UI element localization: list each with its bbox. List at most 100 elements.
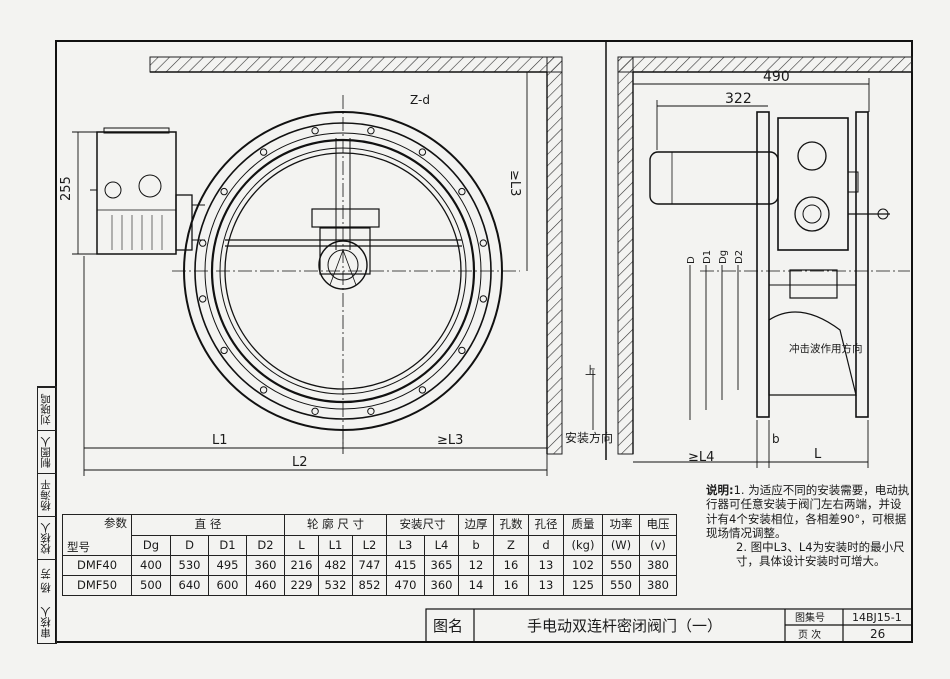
value-cell: 747 (352, 555, 387, 576)
sidebar-cell-6: 审核人 (40, 606, 52, 639)
value-cell: 470 (386, 575, 425, 596)
dia-label-Dg: Dg (718, 250, 729, 264)
value-cell: 380 (639, 555, 677, 576)
bolt-hole (418, 386, 427, 394)
group-diameter: 直 径 (131, 514, 285, 536)
sidebar-cell-1: 刘晓鸣 (38, 387, 56, 430)
flange-bolt-holes (199, 127, 487, 415)
value-cell: 532 (318, 575, 353, 596)
actuator-front (90, 127, 205, 255)
value-cell: 16 (493, 555, 529, 576)
value-cell: 495 (208, 555, 247, 576)
bolt-hole (199, 239, 207, 247)
holes-label: Z-d (410, 93, 430, 107)
subheader-cell: L3 (386, 534, 425, 556)
subheader-cell: (kg) (563, 534, 603, 556)
side-dimensions (592, 78, 870, 468)
value-cell: 229 (284, 575, 319, 596)
dim-L1-text: L1 (212, 433, 228, 448)
value-cell: 600 (208, 575, 247, 596)
subheader-cell: Dg (131, 534, 171, 556)
bolt-hole (418, 148, 427, 156)
bolt-hole (311, 127, 319, 135)
sidebar-cell-3: 杨海平 (38, 473, 56, 516)
subheader-cell: b (458, 534, 494, 556)
header-model: 型号 (67, 540, 90, 554)
subheader-cell: D (170, 534, 209, 556)
subheader-cell: D2 (246, 534, 285, 556)
bolt-hole (367, 407, 375, 415)
bolt-hole (458, 346, 466, 355)
front-dimensions (72, 72, 548, 476)
col-hole-dia: 孔径 (528, 514, 564, 536)
bolt-hole (479, 295, 487, 303)
subheader-cell: (W) (602, 534, 640, 556)
drawing-title: 手电动双连杆密闭阀门（一） (527, 617, 722, 635)
sidebar-cell-5: 杨 芳 (38, 559, 56, 602)
side-wall-hatch (617, 56, 913, 455)
up-label: 上 (585, 364, 596, 377)
col-voltage: 电压 (639, 514, 677, 536)
value-cell: 16 (493, 575, 529, 596)
value-cell: 852 (352, 575, 387, 596)
model-cell: DMF40 (62, 555, 132, 576)
note-1: 1. 为适应不同的安装需要，电动执行器可任意安装于阀门左右两端，并设计有4个安装… (706, 483, 910, 540)
model-cell: DMF50 (62, 575, 132, 596)
title-name-label: 图名 (433, 617, 463, 635)
value-cell: 460 (246, 575, 285, 596)
bolt-hole (199, 295, 207, 303)
value-cell: 550 (602, 575, 640, 596)
value-cell: 530 (170, 555, 209, 576)
bolt-hole (220, 346, 228, 355)
group-install: 安装尺寸 (386, 514, 459, 536)
dim-L3-right: ≥L3 (507, 170, 522, 196)
value-cell: 360 (424, 575, 459, 596)
signature-sidebar: 刘晓鸣 制图人 杨海平 校核人 杨 芳 审核人 (37, 386, 57, 644)
dim-L3-bottom-text: ≥L3 (437, 433, 463, 448)
notes-block: 说明:1. 为适应不同的安装需要，电动执行器可任意安装于阀门左右两端，并设计有4… (706, 483, 911, 569)
bolt-hole (259, 386, 268, 394)
shock-direction-label: 冲击波作用方向 (789, 342, 863, 355)
value-cell: 550 (602, 555, 640, 576)
value-cell: 365 (424, 555, 459, 576)
subheader-cell: Z (493, 534, 529, 556)
bolt-hole (220, 187, 228, 196)
subheader-cell: L (284, 534, 319, 556)
value-cell: 125 (563, 575, 603, 596)
dim-255-text: 255 (59, 176, 74, 201)
title-block-lines (425, 608, 913, 643)
valve-front-view (172, 95, 520, 445)
bolt-hole (367, 127, 375, 135)
bolt-hole (259, 148, 268, 156)
dia-label-D1: D1 (702, 250, 713, 264)
page-label: 页 次 (798, 628, 821, 641)
col-mass: 质量 (563, 514, 603, 536)
value-cell: 380 (639, 575, 677, 596)
dim-490-text: 490 (763, 69, 790, 85)
value-cell: 12 (458, 555, 494, 576)
dia-label-D: D (686, 256, 697, 264)
header-param: 参数 (104, 516, 127, 530)
value-cell: 482 (318, 555, 353, 576)
dim-b-text: b (772, 432, 780, 446)
col-edge: 边厚 (458, 514, 494, 536)
front-wall-hatch (149, 56, 563, 455)
value-cell: 640 (170, 575, 209, 596)
value-cell: 360 (246, 555, 285, 576)
atlas-number: 14BJ15-1 (852, 611, 902, 624)
atlas-label: 图集号 (795, 611, 825, 624)
install-direction-label: 安装方向 (565, 430, 613, 445)
valve-side-view (649, 111, 910, 418)
dim-L-text: L (814, 447, 822, 462)
subheader-cell: d (528, 534, 564, 556)
value-cell: 14 (458, 575, 494, 596)
group-outline: 轮 廓 尺 寸 (284, 514, 387, 536)
page-number: 26 (870, 627, 885, 641)
bolt-hole (458, 187, 466, 196)
